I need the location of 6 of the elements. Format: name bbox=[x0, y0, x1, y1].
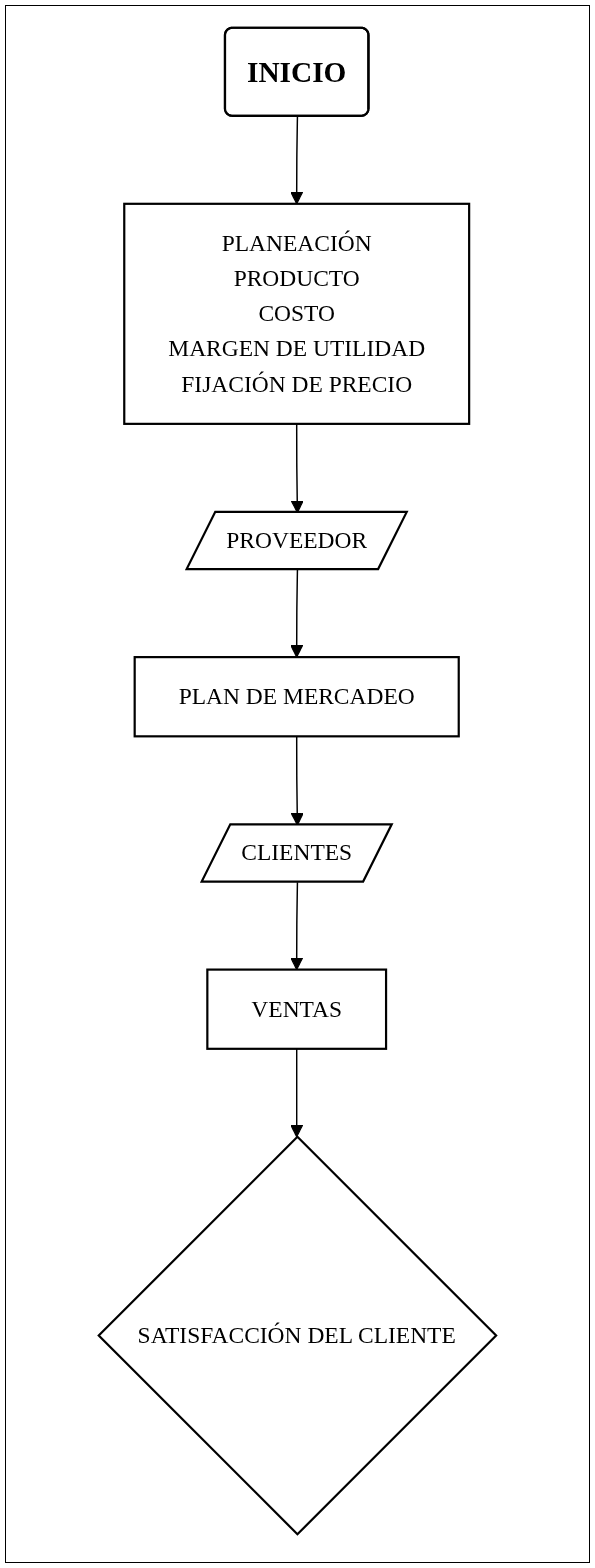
arrow bbox=[290, 1048, 304, 1138]
node-box: PLANEACIÓN PRODUCTO COSTO MARGEN DE UTILIDAD FIJACIÓN DE PRECIO bbox=[123, 202, 471, 425]
arrow bbox=[290, 569, 304, 658]
node-box: VENTAS bbox=[206, 968, 388, 1050]
node-box: PLAN DE MERCADEO bbox=[133, 656, 460, 738]
node-diamond: SATISFACCIÓN DEL CLIENTE bbox=[97, 1135, 498, 1536]
